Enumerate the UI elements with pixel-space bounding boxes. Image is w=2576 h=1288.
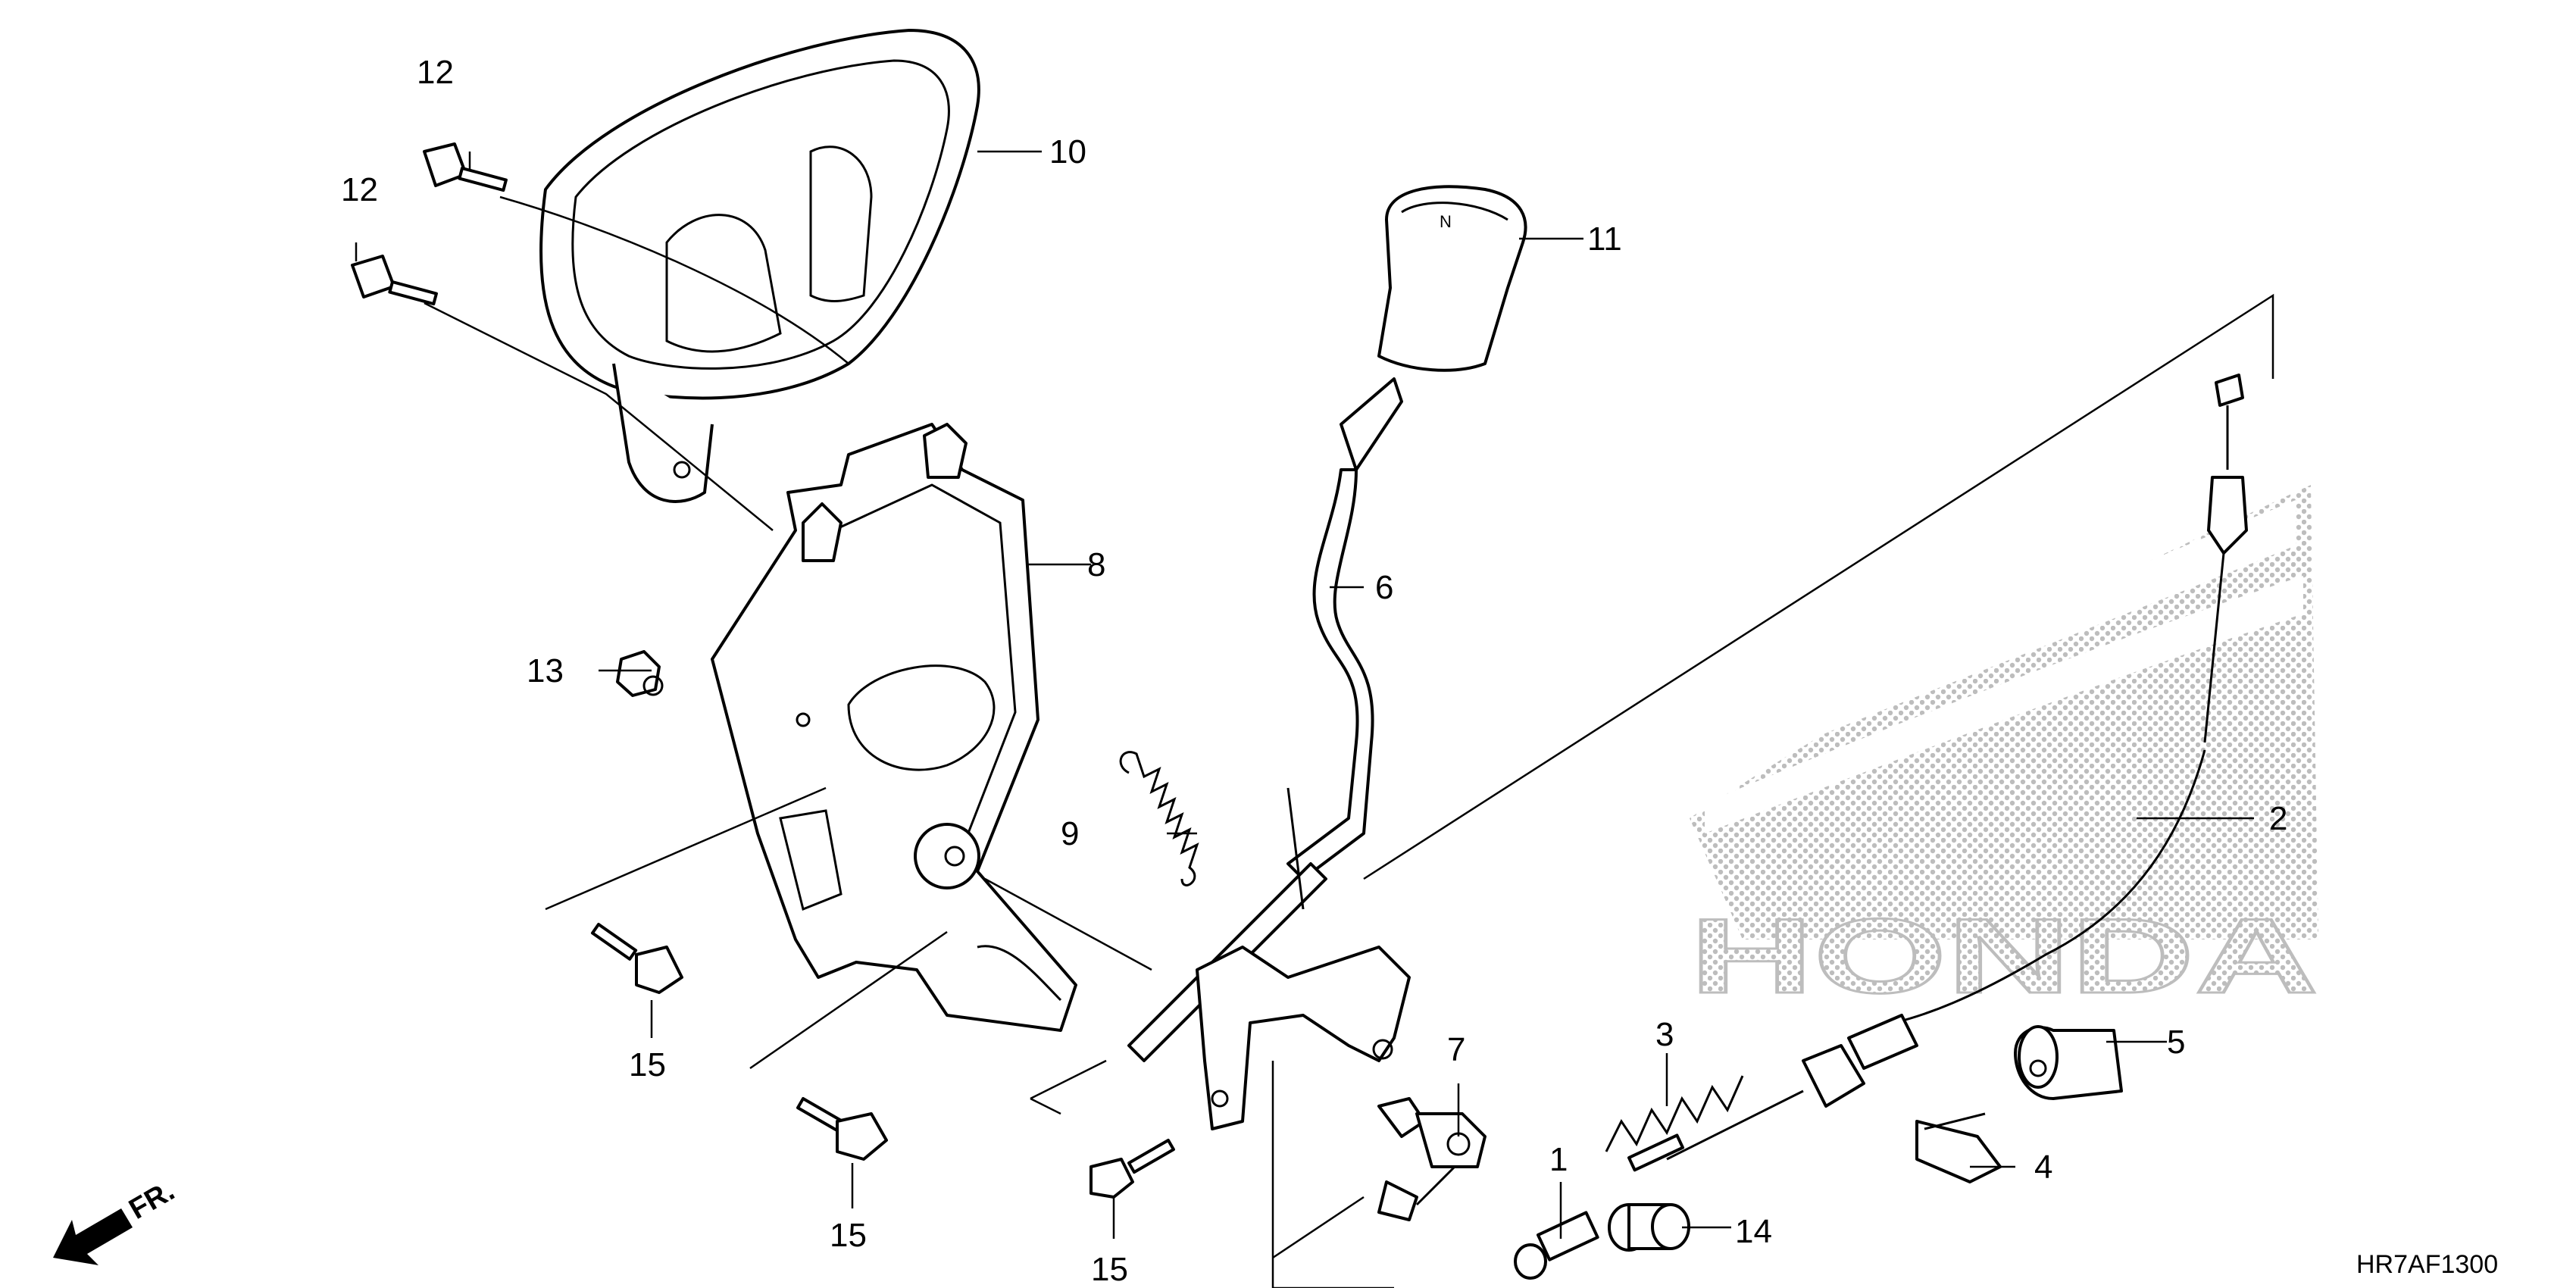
svg-text:N: N: [1440, 212, 1452, 231]
honda-watermark-text: HONDA: [1690, 896, 2318, 1015]
callout-4: 4: [2034, 1149, 2052, 1186]
flange-bolt-15-center: [796, 1096, 888, 1161]
front-direction-arrow-icon: [53, 1208, 133, 1265]
callout-10: 10: [1049, 133, 1086, 170]
honda-wing-watermark: [1690, 485, 2318, 939]
callout-12-lower: 12: [341, 171, 378, 208]
callout-13: 13: [527, 652, 564, 689]
shift-lever-cover-part: [539, 29, 980, 503]
callout-15-center: 15: [830, 1217, 867, 1254]
flange-bolt-12-upper: [423, 142, 508, 192]
callout-12-upper: 12: [417, 54, 454, 91]
callout-3: 3: [1655, 1016, 1674, 1053]
callout-15-bottom: 15: [1091, 1251, 1128, 1288]
shift-lever-rod-part: [1127, 377, 1411, 1130]
leader-lines: [355, 150, 2274, 1288]
callout-2: 2: [2269, 800, 2287, 837]
callout-5: 5: [2167, 1024, 2185, 1061]
callout-14: 14: [1735, 1213, 1772, 1250]
pin-1: [1514, 1211, 1599, 1280]
shift-cable-2: [1627, 374, 2248, 1172]
flange-bolt-15-bottom: [1089, 1139, 1175, 1199]
diagram-code: HR7AF1300: [2356, 1250, 2498, 1279]
shift-knob-part: N: [1377, 185, 1527, 372]
direction-label: FR.: [124, 1175, 180, 1226]
callout-6: 6: [1375, 569, 1393, 606]
shift-bracket-plate-part: [711, 423, 1077, 1032]
callout-1: 1: [1549, 1141, 1568, 1178]
cable-clip-4: [1915, 1112, 2002, 1183]
callout-11: 11: [1587, 220, 1622, 258]
flange-bolt-15-left: [590, 922, 683, 994]
collar-14: [1608, 1203, 1690, 1252]
callout-7: 7: [1447, 1031, 1465, 1068]
ball-joint-7: [1377, 1097, 1487, 1221]
flange-bolt-12-lower: [351, 255, 438, 306]
spring-9: [1119, 751, 1199, 886]
cable-spring-3: [1605, 1075, 1744, 1152]
callout-8: 8: [1087, 546, 1105, 583]
callout-9: 9: [1061, 815, 1079, 852]
callout-15-left: 15: [629, 1046, 666, 1083]
flange-nut-13: [616, 650, 664, 697]
cable-grommet-5: [2014, 1025, 2123, 1100]
